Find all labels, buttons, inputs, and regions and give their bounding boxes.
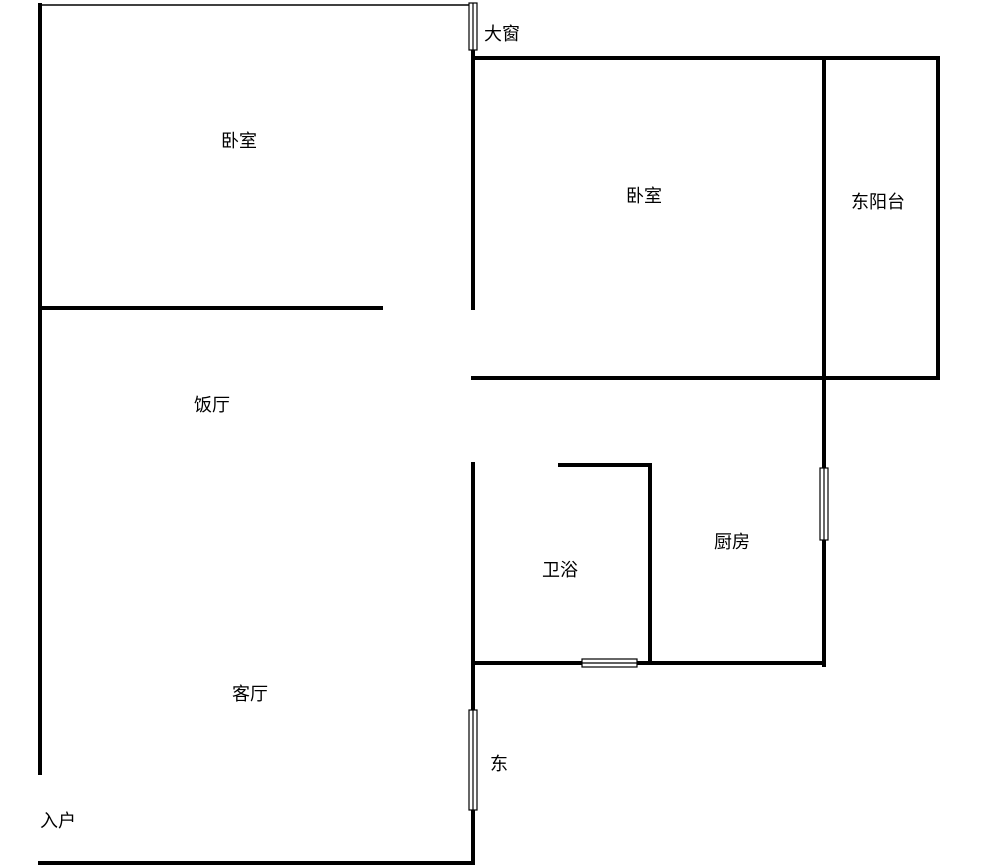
- room-label-living: 客厅: [232, 684, 268, 705]
- label-east: 东: [490, 754, 508, 775]
- room-label-bathroom: 卫浴: [542, 560, 578, 581]
- room-label-bedroom-right: 卧室: [626, 186, 662, 207]
- room-label-dining: 饭厅: [194, 395, 230, 416]
- room-label-bedroom-left: 卧室: [221, 131, 257, 152]
- label-big-window: 大窗: [484, 24, 520, 45]
- room-label-east-balcony: 东阳台: [851, 192, 905, 213]
- room-label-kitchen: 厨房: [714, 532, 750, 553]
- label-entrance: 入户: [40, 811, 76, 832]
